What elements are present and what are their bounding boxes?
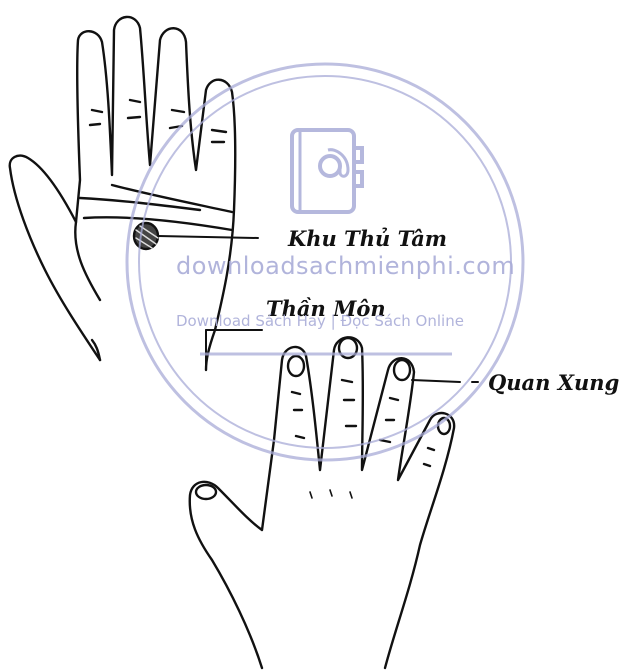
palm-crease-low (80, 198, 200, 210)
nail-thumb (196, 485, 216, 499)
thumb-base (75, 222, 100, 300)
label-khu-thu-tam: Khu Thủ Tâm (288, 226, 447, 251)
label-quan-xung: Quan Xung (488, 370, 619, 395)
palm-crease-mid (84, 217, 232, 230)
palm-crease-top (112, 185, 232, 212)
watermark-tagline: Download Sách Hay | Đọc Sách Online (176, 312, 464, 330)
watermark-url: downloadsachmienphi.com (176, 252, 515, 280)
khu-thu-tam-pointer (158, 236, 258, 238)
back-hand-outline (190, 337, 454, 668)
nail-index (288, 356, 304, 376)
address-book-icon (292, 130, 362, 212)
nail-ring (394, 360, 410, 380)
